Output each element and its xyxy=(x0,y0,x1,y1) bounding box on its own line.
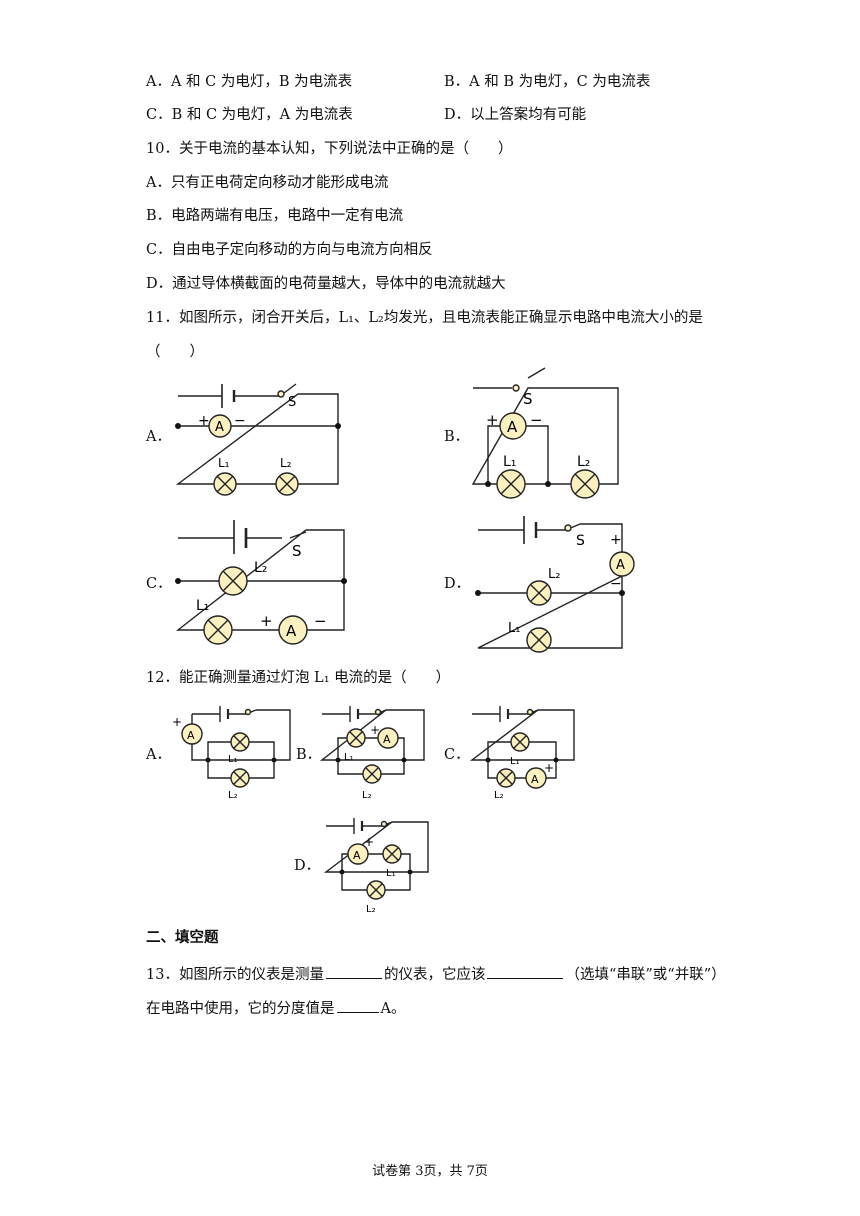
svg-text:S: S xyxy=(576,533,585,549)
svg-text:+: + xyxy=(198,413,210,429)
q11-label-a: A． xyxy=(146,429,171,445)
q10-option-a: A．只有正电荷定向移动才能形成电流 xyxy=(146,175,389,191)
svg-text:A: A xyxy=(383,733,391,746)
q13-text-2: 的仪表，它应该 xyxy=(383,967,486,983)
svg-text:A: A xyxy=(187,729,195,742)
page-footer: 试卷第 3页，共 7页 xyxy=(372,1164,488,1179)
section-title: 二、填空题 xyxy=(146,929,219,946)
svg-text:L₂: L₂ xyxy=(362,790,372,801)
svg-text:−: − xyxy=(234,413,246,429)
q10-option-b: B．电路两端有电压，电路中一定有电流 xyxy=(146,208,404,224)
q12-label-d: D． xyxy=(294,858,321,874)
svg-text:−: − xyxy=(314,612,327,630)
q11-paren: （ ） xyxy=(146,344,204,360)
ammeter-icon xyxy=(278,615,308,645)
ammeter-icon xyxy=(609,551,635,577)
svg-text:L₂: L₂ xyxy=(494,790,504,801)
q11-label-c: C． xyxy=(146,576,172,592)
q13-text-1: 13．如图所示的仪表是测量 xyxy=(146,967,324,983)
q11-circuit-b: S A + − L₁ L₂ xyxy=(471,367,619,499)
ammeter-icon xyxy=(347,843,369,865)
svg-text:A: A xyxy=(353,849,361,862)
q11-label-b: B． xyxy=(444,429,470,445)
svg-text:A: A xyxy=(215,420,224,435)
svg-text:+: + xyxy=(172,715,182,729)
svg-text:+: + xyxy=(364,835,374,849)
q13-text-4: 在电路中使用，它的分度值是 xyxy=(146,1001,335,1017)
svg-text:S: S xyxy=(523,390,533,408)
q11-circuit-d: S A + − L₂ L₁ xyxy=(475,516,635,653)
q11-label-d: D． xyxy=(444,576,471,592)
svg-text:L₂: L₂ xyxy=(228,790,238,801)
svg-text:L₁: L₁ xyxy=(228,754,238,765)
q13-blank-3[interactable] xyxy=(336,998,379,1013)
svg-text:A: A xyxy=(286,622,297,640)
q9-option-a: A．A 和 C 为电灯，B 为电流表 xyxy=(146,74,353,90)
svg-text:L₁: L₁ xyxy=(218,456,230,470)
q13-blank-1[interactable] xyxy=(325,964,382,979)
svg-text:A: A xyxy=(616,558,625,573)
q12-circuit-a: A + L₁ L₂ xyxy=(172,706,291,801)
q12-label-a: A． xyxy=(146,747,171,763)
q11-circuit-c: S L₂ L₁ A + − xyxy=(175,520,347,645)
svg-text:+: + xyxy=(544,761,554,775)
q12-stem: 12．能正确测量通过灯泡 L₁ 电流的是（ ） xyxy=(146,670,451,686)
svg-text:+: + xyxy=(610,532,622,548)
ammeter-icon xyxy=(525,767,547,789)
q13-text-3: （选填“串联”或“并联”） xyxy=(565,967,726,983)
svg-text:+: + xyxy=(260,612,273,630)
svg-text:+: + xyxy=(370,723,380,737)
ammeter-icon xyxy=(499,412,527,440)
svg-text:A: A xyxy=(531,773,539,786)
q12-label-b: B． xyxy=(296,747,322,763)
svg-text:L₁: L₁ xyxy=(510,756,520,767)
svg-text:L₁: L₁ xyxy=(386,868,396,879)
svg-text:S: S xyxy=(288,395,296,410)
q11-stem: 11．如图所示，闭合开关后，L₁、L₂均发光，且电流表能正确显示电路中电流大小的… xyxy=(146,310,703,326)
q12-circuit-b: L₁ A + L₂ xyxy=(319,706,425,801)
svg-text:+: + xyxy=(486,411,499,429)
q10-option-d: D．通过导体横截面的电荷量越大，导体中的电流就越大 xyxy=(146,276,506,292)
svg-text:L₂: L₂ xyxy=(280,456,292,470)
svg-text:L₂: L₂ xyxy=(366,904,376,915)
q13-line2: 在电路中使用，它的分度值是 A。 xyxy=(146,998,405,1019)
ammeter-icon xyxy=(181,723,203,745)
svg-text:L₂: L₂ xyxy=(548,567,560,582)
q9-option-c: C．B 和 C 为电灯，A 为电流表 xyxy=(146,107,353,123)
q10-stem: 10．关于电流的基本认知，下列说法中正确的是（ ） xyxy=(146,141,513,157)
svg-text:S: S xyxy=(292,542,302,560)
q11-circuit-a: S A + − L₁ L₂ xyxy=(175,383,341,496)
q12-circuit-d: A + L₁ L₂ xyxy=(323,818,429,915)
svg-text:L₁: L₁ xyxy=(344,752,354,763)
q13-blank-2[interactable] xyxy=(487,964,564,979)
ammeter-icon xyxy=(208,414,232,438)
q13-line1: 13．如图所示的仪表是测量 的仪表，它应该 （选填“串联”或“并联”） xyxy=(146,964,726,985)
q9-option-b: B．A 和 B 为电灯，C 为电流表 xyxy=(444,74,651,90)
switch-pivot-icon xyxy=(277,390,285,398)
q12-circuit-c: L₁ L₂ A + xyxy=(469,706,575,801)
svg-text:A: A xyxy=(507,418,518,436)
svg-text:L₁: L₁ xyxy=(508,621,520,636)
svg-text:L₁: L₁ xyxy=(196,598,209,614)
svg-text:−: − xyxy=(610,576,622,592)
ammeter-icon xyxy=(377,727,399,749)
svg-text:L₂: L₂ xyxy=(577,454,590,470)
q9-option-d: D．以上答案均有可能 xyxy=(444,107,587,123)
svg-text:−: − xyxy=(530,411,543,429)
q10-option-c: C．自由电子定向移动的方向与电流方向相反 xyxy=(146,242,433,258)
svg-text:L₂: L₂ xyxy=(254,560,267,576)
svg-text:L₁: L₁ xyxy=(503,454,516,470)
q12-label-c: C． xyxy=(444,747,470,763)
q13-text-5: A。 xyxy=(380,1001,406,1017)
